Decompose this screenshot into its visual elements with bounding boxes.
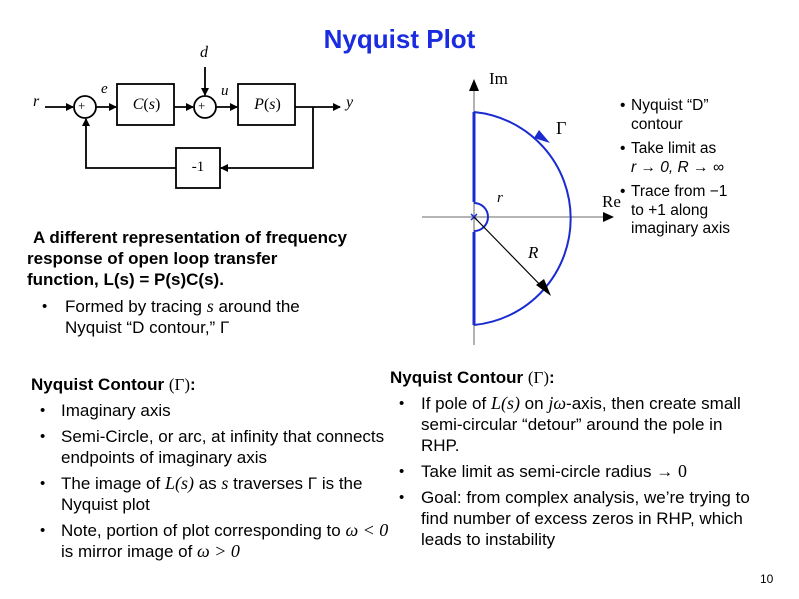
feedback-gain-label: -1: [191, 159, 205, 175]
contour-gamma-label: Γ: [556, 118, 567, 138]
nyquist-contour-diagram: [422, 79, 614, 345]
intro-heading: A different representation of frequency …: [27, 228, 347, 289]
right-section-heading: Nyquist Contour (Γ):: [390, 368, 555, 387]
summer-2-sign: +: [198, 98, 206, 113]
radius-arrow-line: [473, 216, 549, 294]
output-label-y: y: [346, 94, 354, 111]
contour-large-arc: [473, 111, 572, 326]
controller-block: [116, 83, 175, 126]
control-label-u: u: [221, 83, 229, 99]
side-note-item: Trace from −1 to +1 along imaginary axis: [617, 183, 797, 239]
right-section-bullets: If pole of L(s) on jω-axis, then create …: [390, 393, 750, 550]
left-bullet: Note, portion of plot corresponding to ω…: [31, 520, 391, 562]
feedback-path-right: [220, 107, 314, 172]
contour-small-detour: [473, 202, 489, 232]
side-note-item: Nyquist “D” contour: [617, 97, 797, 134]
disturbance-label-d: d: [200, 44, 208, 61]
contour-direction-arrowhead: [534, 130, 550, 143]
radius-arrowhead: [536, 279, 551, 296]
slide-title: Nyquist Plot: [323, 24, 476, 54]
controller-label: C(s): [132, 96, 161, 113]
left-bullet: Imaginary axis: [31, 400, 391, 421]
small-radius-label: r: [497, 190, 503, 206]
side-note-item: Take limit as r → 0, R → ∞: [617, 140, 797, 177]
imaginary-axis-arrowhead: [469, 79, 479, 91]
right-bullet: Take limit as semi-circle radius → 0: [390, 461, 750, 482]
plant-block: [237, 83, 296, 126]
block-diagram: [45, 67, 341, 189]
im-axis-label: Im: [489, 69, 508, 88]
feedback-gain-block: [175, 147, 221, 189]
plant-label: P(s): [254, 96, 281, 113]
right-bullet: Goal: from complex analysis, we’re tryin…: [390, 487, 750, 550]
right-bullet: If pole of L(s) on jω-axis, then create …: [390, 393, 750, 456]
left-bullet: Semi-Circle, or arc, at infinity that co…: [31, 426, 391, 468]
side-notes-list: Nyquist “D” contour Take limit as r → 0,…: [617, 97, 797, 245]
left-section-bullets: Imaginary axis Semi-Circle, or arc, at i…: [31, 400, 391, 562]
feedback-path-left: [82, 118, 176, 169]
left-bullet: The image of L(s) as s traverses Γ is th…: [31, 473, 391, 515]
right-section: Nyquist Contour (Γ): If pole of L(s) on …: [390, 367, 790, 555]
error-label-e: e: [101, 81, 108, 97]
large-radius-label: R: [528, 243, 539, 262]
limit-expression: r → 0, R → ∞: [631, 158, 724, 176]
page-number: 10: [760, 572, 774, 586]
left-section-heading: Nyquist Contour (Γ):: [31, 375, 196, 394]
real-axis-arrowhead: [603, 212, 614, 222]
intro-bullets: Formed by tracing s around the Nyquist “…: [27, 296, 397, 338]
summer-1-sign: +: [78, 98, 86, 113]
input-label-r: r: [33, 93, 40, 110]
intro-bullet: Formed by tracing s around the Nyquist “…: [27, 296, 397, 338]
left-section: Nyquist Contour (Γ): Imaginary axis Semi…: [31, 374, 391, 567]
